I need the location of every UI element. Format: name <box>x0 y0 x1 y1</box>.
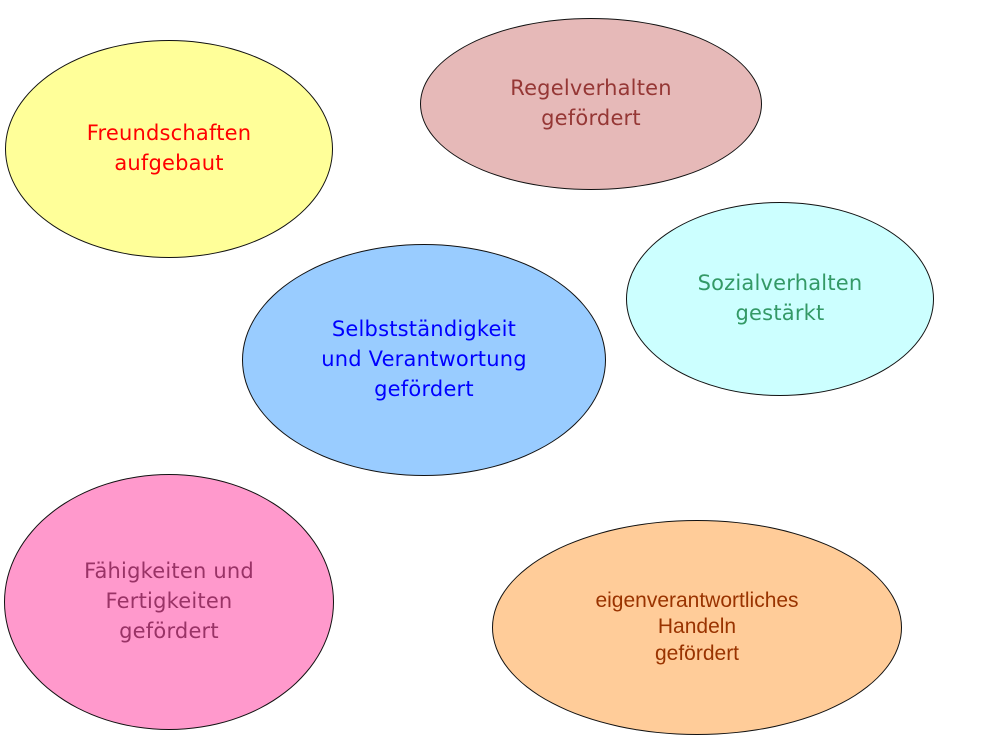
bubble-line: gefördert <box>541 106 641 130</box>
bubble-freundschaften: Freundschaften aufgebaut <box>5 40 333 258</box>
bubble-regelverhalten: Regelverhalten gefördert <box>420 18 762 190</box>
bubble-line: gestärkt <box>735 301 825 325</box>
bubble-line: und Verantwortung <box>321 347 527 372</box>
bubble-line: eigenverantwortliches <box>595 589 799 613</box>
bubble-line: gefördert <box>119 618 219 643</box>
bubble-selbststaendigkeit: Selbstständigkeit und Verantwortung gefö… <box>242 244 606 476</box>
bubble-sozialverhalten: Sozialverhalten gestärkt <box>626 202 934 396</box>
bubble-faehigkeiten: Fähigkeiten und Fertigkeiten gefördert <box>4 474 334 730</box>
bubble-eigenverantwortlich: eigenverantwortliches Handeln gefördert <box>492 520 902 735</box>
bubble-line: gefördert <box>654 641 740 665</box>
bubble-line: Fähigkeiten und <box>84 559 254 584</box>
bubble-line: Selbstständigkeit <box>331 317 517 342</box>
bubble-line: Freundschaften <box>86 121 252 146</box>
bubble-line: Regelverhalten <box>510 76 672 101</box>
bubble-line: Sozialverhalten <box>697 271 863 296</box>
bubble-line: Handeln <box>657 615 737 639</box>
bubble-line: aufgebaut <box>114 151 224 175</box>
bubble-line: gefördert <box>374 376 474 401</box>
bubble-line: Fertigkeiten <box>105 589 233 614</box>
